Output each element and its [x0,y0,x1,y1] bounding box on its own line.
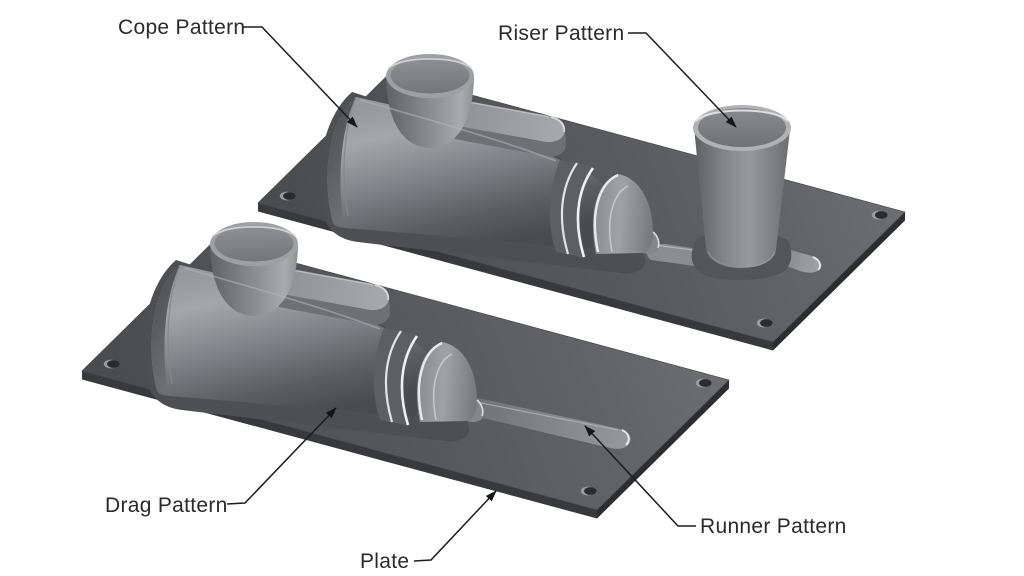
cope-leader-line [243,26,358,128]
cope-pattern-label: Cope Pattern [118,16,245,39]
runner-leader-line [584,425,696,527]
plate-leader-line [413,490,497,562]
riser-pattern [691,105,792,281]
labels: Cope Pattern Riser Pattern Drag Pattern … [105,16,847,573]
riser-leader-line [628,32,737,128]
drag-leader-line [226,407,337,505]
top-match-plate [258,52,905,351]
riser-pattern-label: Riser Pattern [498,22,624,45]
drag-pattern-label: Drag Pattern [105,494,228,517]
plate-label: Plate [360,550,409,573]
runner-pattern-label: Runner Pattern [700,515,847,538]
leader-lines [226,26,737,562]
